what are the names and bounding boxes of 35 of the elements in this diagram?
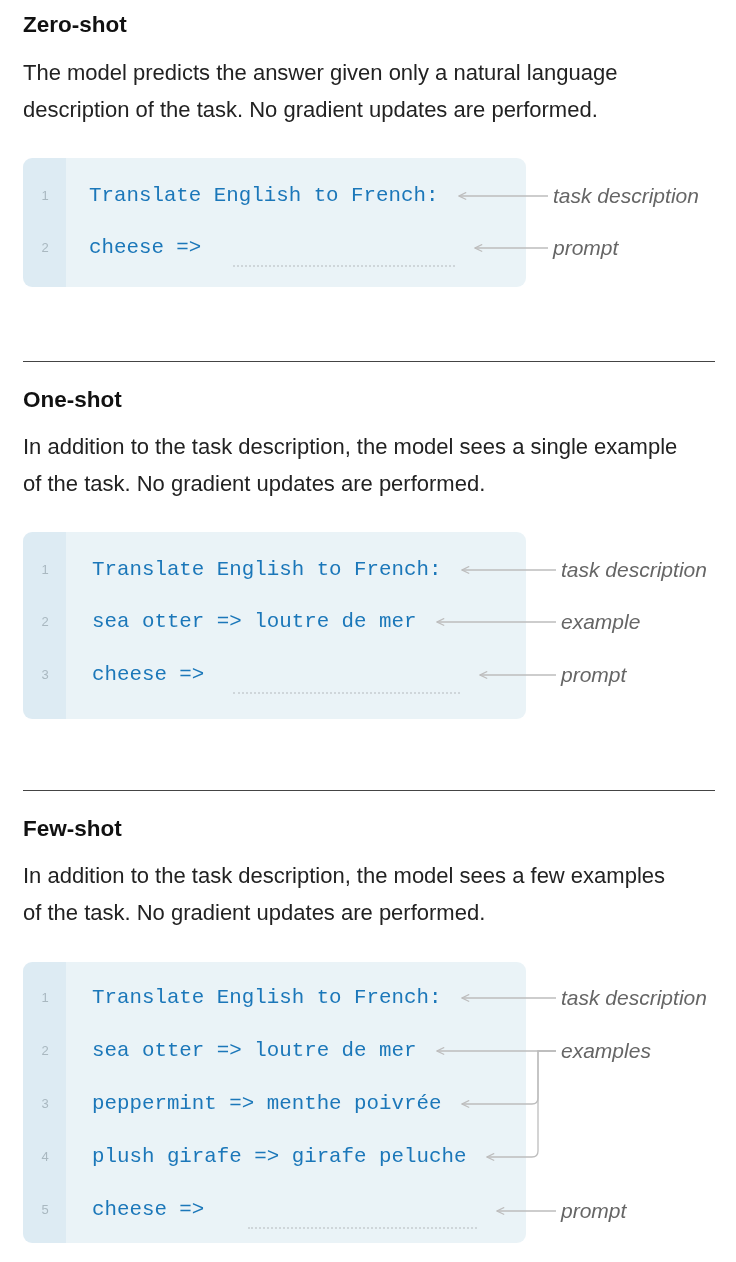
code-panel: [23, 532, 526, 719]
leader-arrow: [436, 617, 557, 627]
code-text: Translate English to French:: [92, 985, 442, 1011]
code-text: cheese =>: [89, 235, 202, 261]
annotation-label: prompt: [561, 662, 627, 688]
code-text: sea otter => loutre de mer: [92, 609, 417, 635]
leader-arrow: [479, 670, 557, 680]
section-heading: Few-shot: [23, 815, 122, 843]
annotation-label: task description: [553, 183, 699, 209]
code-text: cheese =>: [92, 1197, 205, 1223]
section-heading: One-shot: [23, 386, 122, 414]
code-text: Translate English to French:: [92, 557, 442, 583]
annotation-label: prompt: [561, 1198, 627, 1224]
description-text: In addition to the task description, the model sees a few examples of the task. No gradient updates are performed.: [23, 862, 667, 927]
leader-arrow: [474, 243, 549, 253]
annotation-label: example: [561, 609, 641, 635]
leader-arrow: [486, 1050, 557, 1162]
code-text: peppermint => menthe poivrée: [92, 1091, 442, 1117]
annotation-label: task description: [561, 557, 707, 583]
code-panel: [23, 158, 526, 287]
leader-arrow: [461, 993, 557, 1003]
code-text: sea otter => loutre de mer: [92, 1038, 417, 1064]
code-text: plush girafe => girafe peluche: [92, 1144, 467, 1170]
annotation-label: examples: [561, 1038, 651, 1064]
code-panel: [23, 962, 526, 1243]
section-heading: Zero-shot: [23, 11, 127, 39]
description-text: In addition to the task description, the model sees a single example of the task. No gradient updates are performed.: [23, 433, 679, 498]
description-text: The model predicts the answer given only a natural language description of the task. No gradient updates are performed.: [23, 59, 619, 124]
annotation-label: task description: [561, 985, 707, 1011]
code-text: Translate English to French:: [89, 183, 439, 209]
code-text: cheese =>: [92, 662, 205, 688]
leader-arrow: [458, 191, 549, 201]
leader-arrow: [496, 1206, 557, 1216]
annotation-label: prompt: [553, 235, 619, 261]
leader-arrow: [461, 565, 557, 575]
